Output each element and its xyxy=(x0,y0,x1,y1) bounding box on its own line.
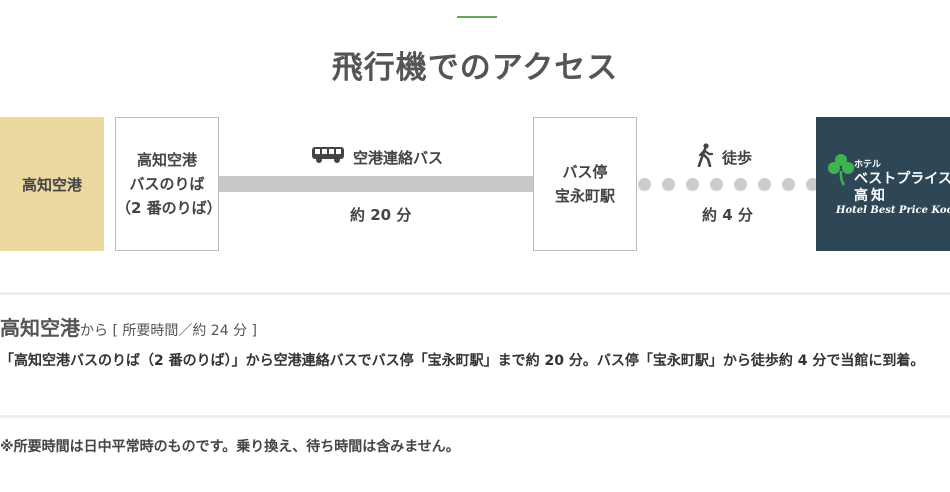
bus-icon xyxy=(311,146,345,168)
bus-route-label: 空港連絡バス xyxy=(311,146,443,168)
time-note: ※所要時間は日中平常時のものです。乗り換え、待ち時間は含みません。 xyxy=(0,439,460,455)
walk-dot xyxy=(662,178,675,191)
info-title-main: 高知空港 xyxy=(0,316,80,340)
hotel-logo-line-1: ホテル xyxy=(854,160,882,170)
info-title-suffix: から [ 所要時間／約 24 分 ] xyxy=(80,323,257,339)
airport-box: 高知空港 xyxy=(0,117,104,251)
walk-dot xyxy=(710,178,723,191)
walk-dot xyxy=(638,178,651,191)
bus-stop-line-2: バスのりば xyxy=(129,175,205,193)
walk-dot xyxy=(686,178,699,191)
station-line-1: バス停 xyxy=(562,163,608,181)
station-line-2: 宝永町駅 xyxy=(554,187,615,205)
walking-person-icon xyxy=(696,143,714,171)
title-accent-line xyxy=(457,16,497,18)
bus-stop-line-3: （2 番のりば） xyxy=(116,199,222,217)
station-box: バス停 宝永町駅 xyxy=(533,117,637,251)
hotel-logo-line-3: 高知 xyxy=(854,188,888,204)
airport-label: 高知空港 xyxy=(21,175,82,194)
section-title: 飛行機でのアクセス xyxy=(331,50,619,86)
divider-top xyxy=(0,292,950,295)
bus-stop-box: 高知空港 バスのりば （2 番のりば） xyxy=(115,117,222,251)
bus-route-line xyxy=(219,176,533,192)
divider-bottom xyxy=(0,415,950,418)
walk-time: 約 4 分 xyxy=(702,206,753,224)
bus-label: 空港連絡バス xyxy=(353,148,444,167)
walk-dot xyxy=(782,178,795,191)
hotel-logo-line-4: Hotel Best Price Kochi xyxy=(836,205,950,216)
info-body: 「高知空港バスのりば（2 番のりば）」から空港連絡バスでバス停「宝永町駅」まで約… xyxy=(0,353,925,369)
walk-route-label: 徒歩 xyxy=(696,143,752,171)
walk-dot xyxy=(806,178,819,191)
walk-dot xyxy=(734,178,747,191)
walk-dot xyxy=(758,178,771,191)
info-title: 高知空港から [ 所要時間／約 24 分 ] xyxy=(0,312,257,341)
hotel-logo-line-2: ベストプライス xyxy=(854,171,950,187)
bus-time: 約 20 分 xyxy=(350,206,412,224)
hotel-logo: ホテル ベストプライス 高知 Hotel Best Price Kochi xyxy=(816,117,950,251)
bus-stop-line-1: 高知空港 xyxy=(136,151,197,169)
clover-icon xyxy=(828,153,854,191)
walk-label: 徒歩 xyxy=(722,148,753,167)
